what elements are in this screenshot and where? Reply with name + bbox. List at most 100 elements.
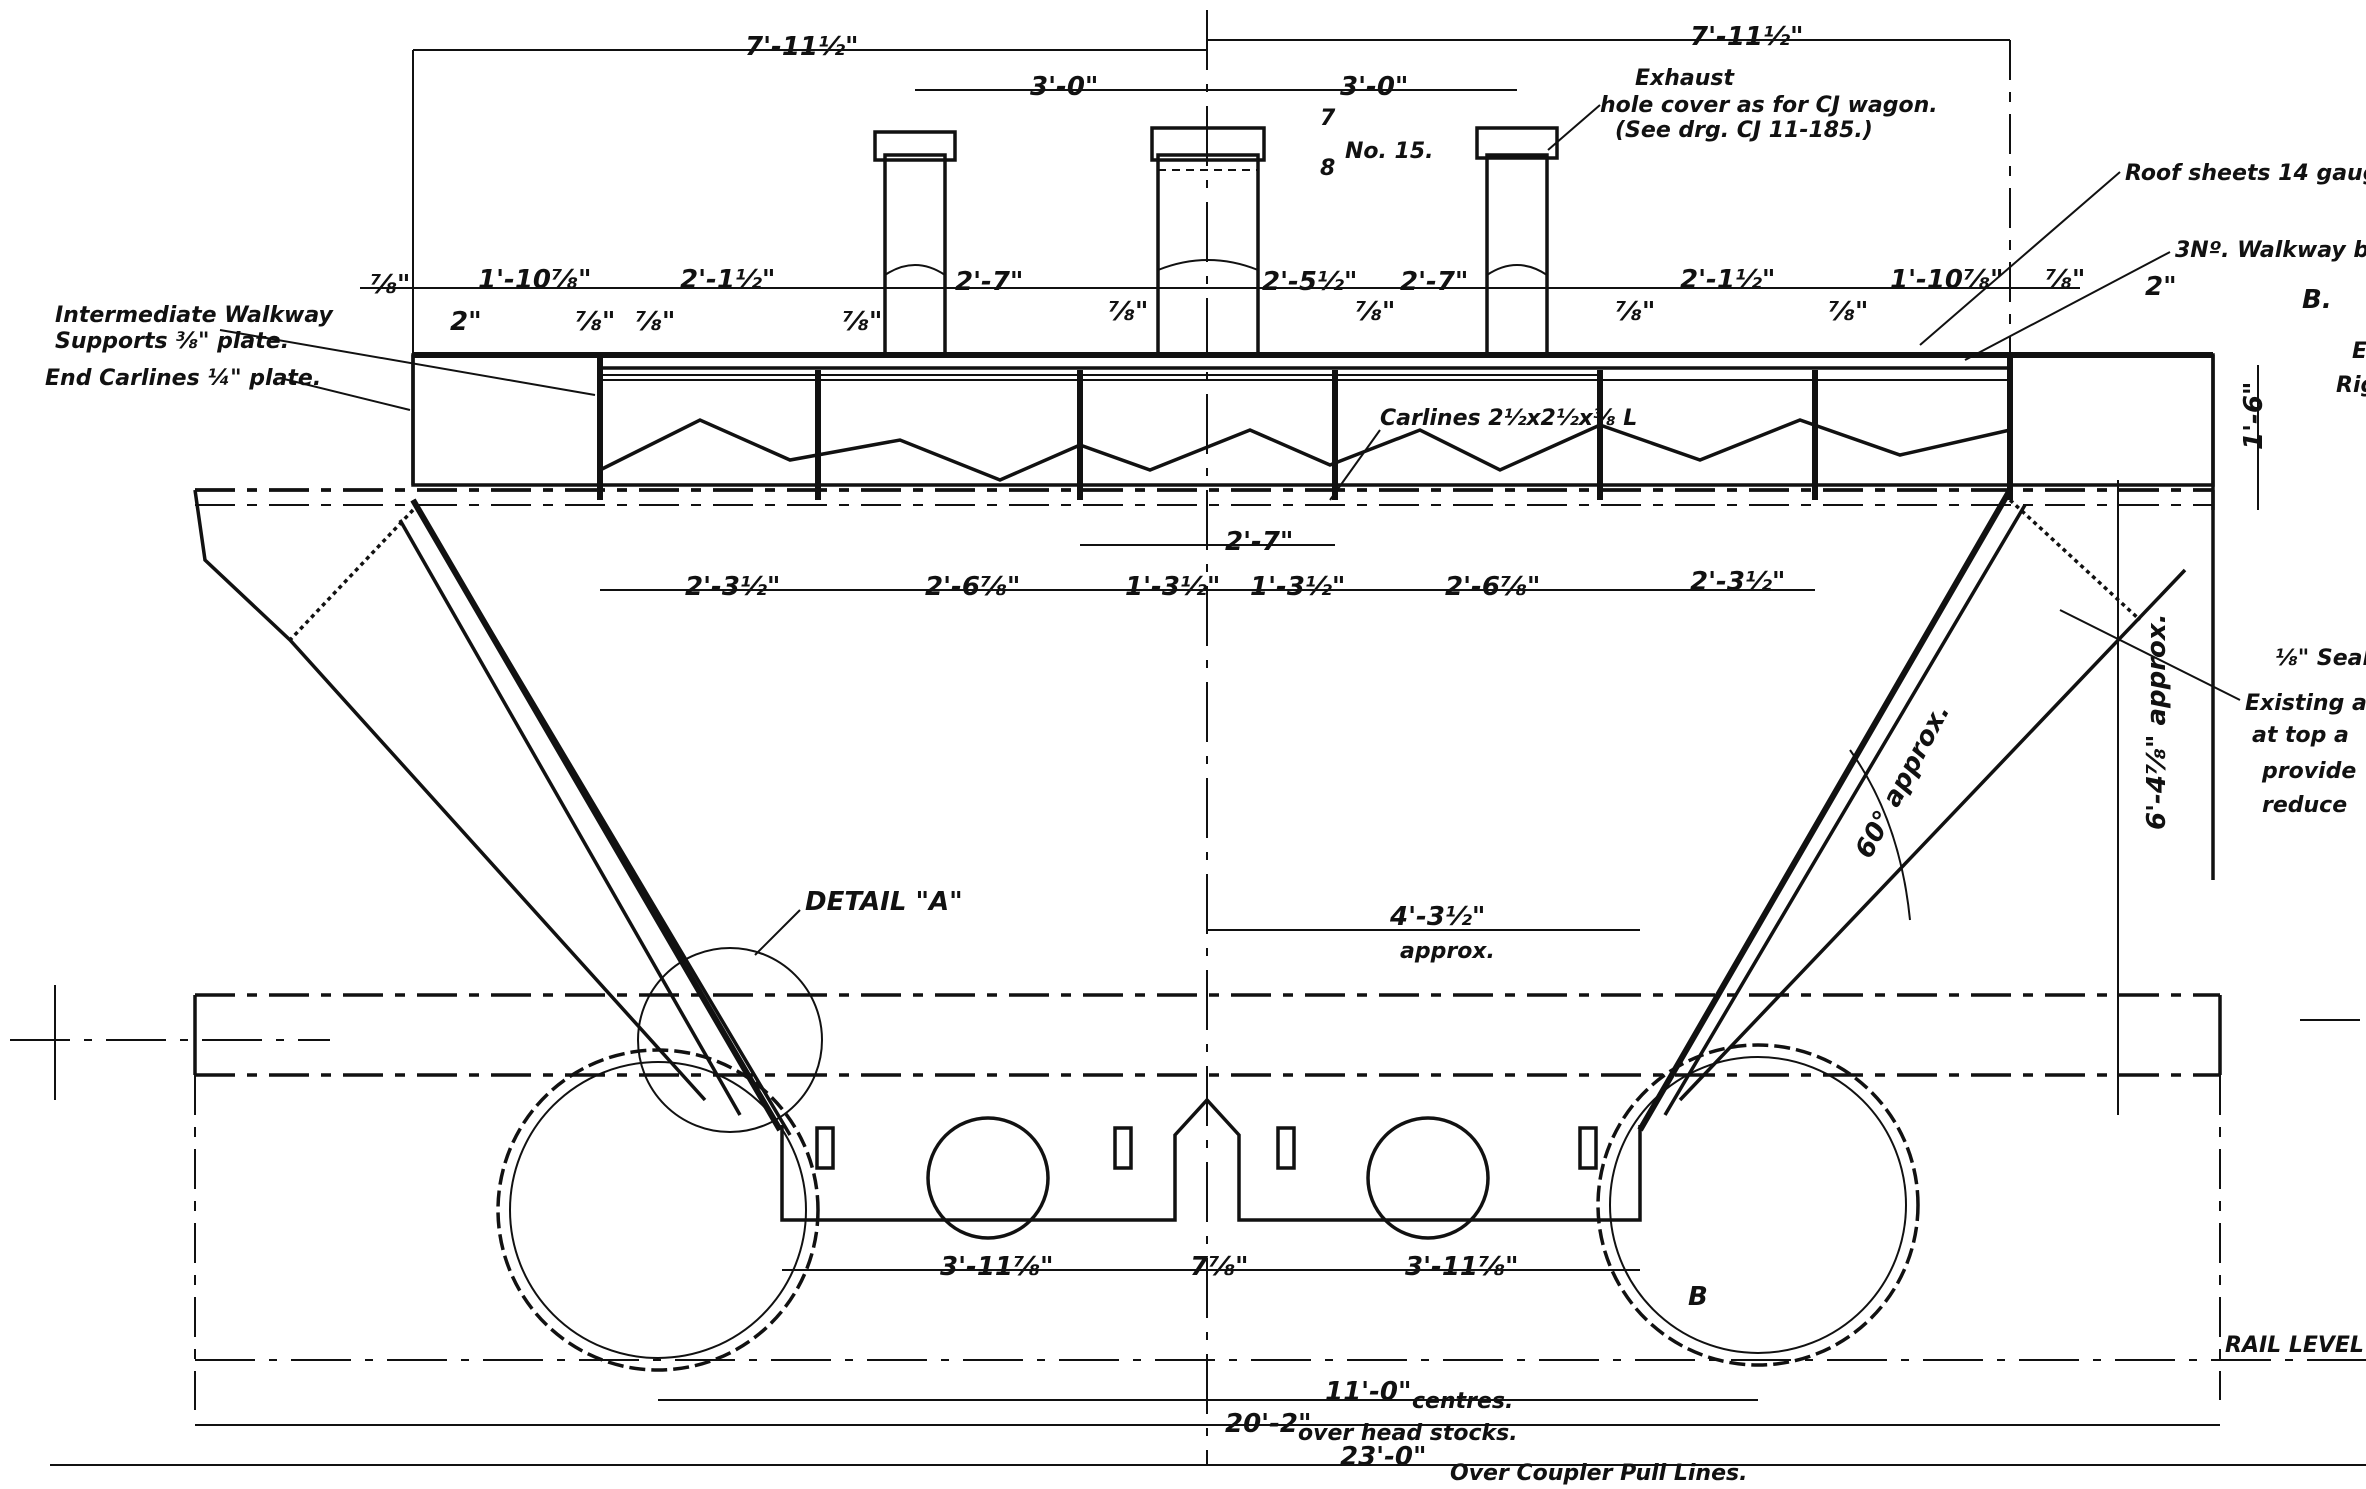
- dim-angle-arc: [1849, 749, 1911, 921]
- dim-offset: 4'-3½": [1389, 902, 1485, 932]
- dim-top-5: ⅞": [635, 307, 675, 337]
- wheels: [496, 947, 1920, 1372]
- door-wheel-right: [1366, 1116, 1490, 1240]
- leader-exhaust: [1547, 104, 1601, 151]
- dim-stack-pitch-right: 3'-0": [1340, 72, 1408, 102]
- dim-top-6: 2'-1½": [680, 265, 775, 295]
- dim-top-4: ⅞": [575, 307, 615, 337]
- dim-carline-4: 1'-3½": [1250, 572, 1345, 602]
- note-existing-2: at top a: [2252, 723, 2349, 748]
- ref-no: No. 15.: [1345, 139, 1434, 164]
- hopper-right-serration: [2008, 498, 2142, 622]
- wheel-left-inner: [509, 1061, 807, 1359]
- dim-carline-3: 1'-3½": [1125, 572, 1220, 602]
- hinge-3: [1276, 1126, 1296, 1170]
- dim-stack-pitch-left: 3'-0": [1030, 72, 1098, 102]
- dim-over-headstocks-note: over head stocks.: [1298, 1421, 1518, 1446]
- note-exhaust: Exhaust: [1635, 66, 1735, 91]
- dim-angle: 60° approx.: [1850, 699, 1956, 863]
- dim-top-8: 2'-7": [955, 267, 1023, 297]
- stack-centre-cap: [1150, 126, 1266, 162]
- wheel-left: [496, 1048, 820, 1372]
- note-end-carlines: End Carlines ¼" plate.: [45, 366, 321, 391]
- note-roof-sheets: Roof sheets 14 gaug: [2125, 161, 2366, 186]
- leader-walkway-supports: [219, 329, 596, 396]
- wheel-right: [1596, 1043, 1920, 1367]
- dim-top-15: ⅞": [1828, 297, 1868, 327]
- note-existing-3: provide: [2261, 759, 2356, 784]
- hopper-right-slope-2: [1663, 504, 2027, 1116]
- leader-walkway: [1964, 251, 2171, 361]
- section-b-top: B.: [2302, 285, 2332, 315]
- dim-door-right: 3'-11⅞": [1405, 1252, 1518, 1282]
- dim-wheel-centres: 11'-0": [1325, 1377, 1412, 1407]
- dim-carline-2: 2'-6⅞": [925, 572, 1020, 602]
- note-rail-level: RAIL LEVEL: [2225, 1333, 2364, 1358]
- dim-over-headstocks: 20'-2": [1225, 1409, 1312, 1439]
- stack-right: [1485, 153, 1549, 357]
- hopper-body: [193, 488, 2215, 1136]
- dim-top-1: ⅞": [370, 270, 410, 300]
- roof-zigzag: [599, 418, 2011, 482]
- note-walkway-supports-2: Supports ⅜" plate.: [55, 329, 289, 354]
- ref-8: 8: [1320, 156, 1335, 181]
- dim-top-2: 1'-10⅞": [478, 265, 591, 295]
- hopper-left-outer: [193, 489, 707, 1102]
- dim-offset-note: approx.: [1400, 939, 1495, 964]
- note-walkway-supports-1: Intermediate Walkway: [55, 303, 334, 328]
- hopper-left-serration: [288, 508, 415, 642]
- dim-carline-6: 2'-3½": [1690, 567, 1785, 597]
- dim-half-length-left: 7'-11½": [745, 32, 858, 62]
- exhaust-stacks: [873, 126, 1559, 357]
- stack-centre: [1156, 153, 1260, 357]
- leader-carlines: [1329, 429, 1381, 501]
- underframe: [193, 993, 2222, 1410]
- door-wheel-left: [926, 1116, 1050, 1240]
- stack-left: [883, 153, 947, 357]
- dim-top-14: 2'-1½": [1680, 265, 1775, 295]
- note-hole-cover: hole cover as for CJ wagon.: [1600, 93, 1938, 118]
- stack-break-lines: [884, 259, 1548, 276]
- leader-roof-sheets: [1919, 171, 2121, 346]
- section-b-bottom: B: [1688, 1282, 1708, 1312]
- dim-carline-centre: 2'-7": [1225, 527, 1293, 557]
- dim-top-10: 2'-5½": [1262, 267, 1357, 297]
- hopper-door-outline: [780, 1097, 1642, 1222]
- dim-over-coupler: 23'-0": [1340, 1442, 1427, 1472]
- dim-carline-1: 2'-3½": [685, 572, 780, 602]
- dim-top-16: 1'-10⅞": [1890, 265, 2003, 295]
- note-right-edge-2: Rig S: [2336, 373, 2366, 398]
- dim-half-length-right: 7'-11½": [1690, 22, 1803, 52]
- stack-left-cap: [873, 130, 957, 162]
- hinge-4: [1578, 1126, 1598, 1170]
- dim-top-13: ⅞": [1615, 297, 1655, 327]
- hopper-right-slope: [1637, 488, 2013, 1132]
- hopper-left-slope-2: [398, 519, 742, 1116]
- detail-a-circle: [637, 947, 823, 1133]
- dim-carline-5: 2'-6⅞": [1445, 572, 1540, 602]
- hopper-left-slope: [410, 498, 783, 1132]
- note-existing-4: reduce: [2262, 793, 2347, 818]
- dim-door-centre: 7⅞": [1190, 1252, 1249, 1282]
- leader-sealing: [2059, 609, 2241, 701]
- note-existing-1: Existing a: [2245, 691, 2366, 716]
- hopper-right-slope-3: [1678, 568, 2187, 1102]
- ref-7: 7: [1320, 106, 1336, 131]
- note-detail-a: DETAIL "A": [805, 887, 963, 917]
- leader-end-carlines: [279, 377, 411, 411]
- note-walkway: 3Nº. Walkway b: [2175, 238, 2366, 263]
- dim-roof-depth: 1'-6": [2239, 382, 2269, 450]
- leader-detail-a: [754, 909, 801, 956]
- dim-top-17: ⅞": [2045, 265, 2085, 295]
- dim-top-7: ⅞": [842, 307, 882, 337]
- dim-top-3: 2": [450, 307, 482, 337]
- dim-top-12: 2'-7": [1400, 267, 1468, 297]
- dim-wheel-centres-note: centres.: [1412, 1389, 1513, 1414]
- dim-height-right: 6'-4⅞" approx.: [2142, 613, 2172, 830]
- note-carlines: Carlines 2½x2½x⅜ L: [1380, 406, 1637, 431]
- dim-top-9: ⅞": [1108, 297, 1148, 327]
- note-sealing: ⅛" Sealing: [2275, 646, 2366, 671]
- dimension-lines: [50, 39, 2366, 1466]
- dim-top-18: 2": [2145, 272, 2177, 302]
